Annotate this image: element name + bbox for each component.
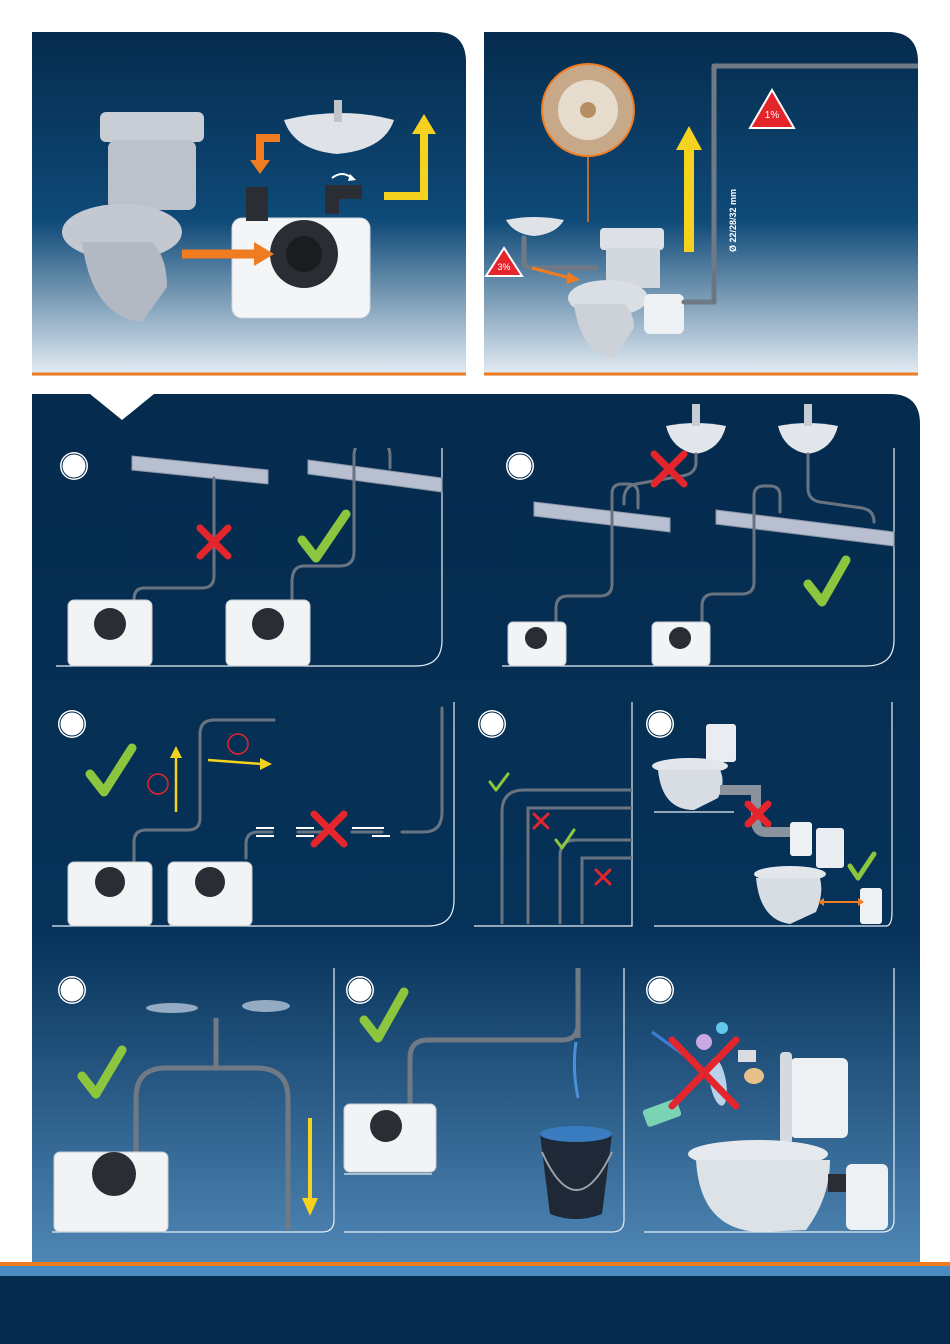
svg-text:3%: 3% [497, 262, 510, 272]
macerator-unit [54, 1152, 168, 1232]
step-drain-test [340, 968, 626, 1234]
step-badge [478, 710, 506, 738]
footer-light-stripe [0, 1266, 950, 1276]
cross-icon [596, 870, 610, 884]
macerator-unit [652, 622, 710, 666]
check-icon [90, 748, 132, 792]
check-icon [490, 774, 508, 790]
cross-icon [534, 814, 548, 828]
step-forbidden-items [640, 968, 896, 1234]
orange-arrow-icon [818, 898, 864, 906]
svg-text:1%: 1% [765, 110, 780, 121]
macerator-unit [168, 862, 252, 926]
check-icon [302, 514, 346, 558]
basin-illustration [666, 404, 726, 454]
macerator-unit [508, 622, 566, 666]
step-bends [472, 702, 636, 930]
bucket-illustration [540, 1126, 612, 1219]
panel-connection-overview [32, 32, 466, 376]
step-badge [346, 976, 374, 1004]
check-icon [850, 854, 874, 878]
yellow-arrow-icon [302, 1118, 318, 1216]
step-badge [60, 452, 88, 480]
step-toilet-distance [640, 702, 896, 930]
pipe-diameter-label: Ø 22/28/32 mm [728, 189, 738, 252]
step-badge [506, 452, 534, 480]
step-badge [58, 976, 86, 1004]
step-badge [58, 710, 86, 738]
macerator-unit [68, 600, 152, 666]
step-pipe-rise [56, 448, 444, 670]
step-badge [646, 710, 674, 738]
panel-installation-layout: 1% 3% [484, 32, 918, 376]
step-horizontal-run [52, 702, 456, 930]
macerator-unit [226, 600, 310, 666]
step-basin-connection [502, 400, 896, 670]
step-ventilation [52, 968, 336, 1234]
macerator-unit [344, 1104, 436, 1172]
check-icon [808, 560, 846, 602]
check-icon [82, 1050, 122, 1094]
yellow-arrow-icon [170, 746, 272, 812]
cross-icon [314, 814, 344, 844]
basin-illustration [778, 404, 838, 454]
step-badge [646, 976, 674, 1004]
macerator-unit [68, 862, 152, 926]
